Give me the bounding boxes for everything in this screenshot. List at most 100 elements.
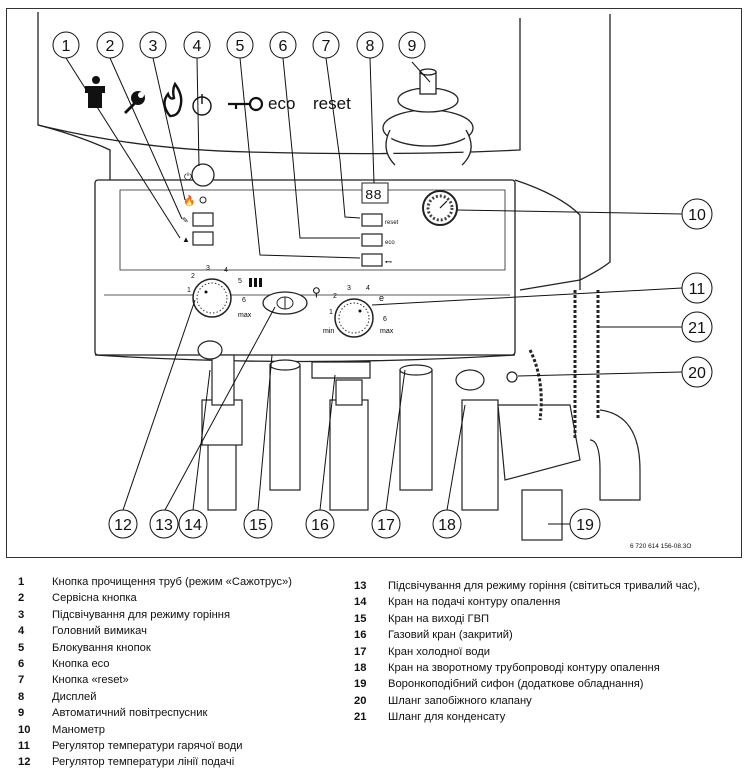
svg-text:20: 20: [688, 365, 706, 382]
sweep-small-icon: ▲: [182, 235, 190, 244]
pipes: [197, 290, 641, 541]
pressure-gauge: [422, 190, 458, 226]
leader-lines: [65, 57, 683, 525]
callout-5: 5: [226, 31, 254, 59]
eco-button-label: eco: [385, 240, 395, 246]
svg-text:16: 16: [311, 517, 329, 534]
svg-text:5: 5: [236, 38, 245, 55]
heating-dial-scale: 1 2 3 4 5 6: [187, 265, 246, 304]
reset-button-label: reset: [385, 220, 399, 226]
document-reference: 6 720 614 156-08.3O: [630, 543, 692, 550]
callout-3: 3: [139, 31, 167, 59]
svg-text:11: 11: [689, 281, 706, 298]
svg-text:21: 21: [688, 320, 706, 337]
flame-icon: [163, 81, 183, 118]
svg-text:4: 4: [366, 285, 370, 292]
svg-text:4: 4: [224, 267, 228, 274]
svg-text:12: 12: [114, 517, 132, 534]
svg-text:4: 4: [193, 38, 202, 55]
callout-circles: 1 2 3 4 5 6 7 8 9 10 11 21 20 19 12 13 1…: [52, 31, 713, 540]
display-digits: 88: [365, 188, 382, 204]
svg-text:10: 10: [688, 207, 706, 224]
callout-8: 8: [356, 31, 384, 59]
display: [361, 182, 389, 204]
svg-text:1: 1: [62, 38, 71, 55]
callout-12: 12: [108, 509, 138, 539]
control-panel: ⏻ 🔥 ✎ ▲ 88 reset eco ⊷ 1 2 3 4: [182, 163, 458, 338]
callout-4: 4: [183, 31, 211, 59]
chimney-sweep-button[interactable]: [192, 231, 214, 246]
svg-text:1: 1: [187, 287, 191, 294]
hot-water-temp-dial[interactable]: [334, 298, 374, 338]
svg-text:5: 5: [238, 278, 242, 285]
key-lock-icon: [228, 96, 264, 112]
svg-text:13: 13: [155, 517, 173, 534]
svg-text:14: 14: [184, 517, 202, 534]
key-lock-button[interactable]: [361, 253, 383, 267]
callout-15: 15: [243, 509, 273, 539]
callout-9: 9: [398, 31, 426, 59]
callout-17: 17: [371, 509, 401, 539]
hot-water-dial-min: min: [323, 328, 334, 335]
callout-14: 14: [178, 509, 208, 539]
panel-icons: eco reset: [85, 76, 351, 118]
reset-button[interactable]: [361, 213, 383, 227]
hot-water-dial-max: max: [380, 328, 394, 335]
main-switch[interactable]: [191, 163, 215, 187]
figure-frame: [6, 8, 742, 558]
callout-13: 13: [149, 509, 179, 539]
svg-text:2: 2: [191, 273, 195, 280]
service-small-icon: ✎: [182, 216, 189, 225]
heating-dial-max: max: [238, 312, 252, 319]
callout-10: 10: [681, 198, 713, 230]
svg-text:2: 2: [333, 293, 337, 300]
automatic-air-vent: [382, 68, 474, 166]
svg-text:9: 9: [408, 38, 417, 55]
boiler-diagram: eco reset ⏻ 🔥 ✎ ▲ 88 reset eco ⊷: [37, 12, 713, 541]
flame-small-icon: 🔥: [183, 194, 195, 207]
heating-temp-dial[interactable]: [192, 278, 232, 318]
chimney-sweep-icon: [85, 76, 105, 108]
key-lock-button-label: ⊷: [385, 259, 392, 266]
svg-text:3: 3: [149, 38, 158, 55]
service-button[interactable]: [192, 212, 214, 227]
svg-text:3: 3: [206, 265, 210, 272]
tap-icon: ⚲: [312, 285, 321, 299]
burner-lamp: [199, 196, 207, 204]
svg-text:6: 6: [279, 38, 288, 55]
power-icon: [192, 94, 212, 116]
callout-7: 7: [312, 31, 340, 59]
callout-6: 6: [269, 31, 297, 59]
svg-text:e: e: [379, 293, 384, 303]
callout-19: 19: [569, 508, 601, 540]
svg-text:8: 8: [366, 38, 375, 55]
svg-text:3: 3: [347, 285, 351, 292]
svg-text:1: 1: [329, 309, 333, 316]
callout-21: 21: [681, 311, 713, 343]
hot-water-dial-scale: 1 2 3 4 e 6: [329, 285, 387, 323]
callout-2: 2: [96, 31, 124, 59]
eco-button[interactable]: [361, 233, 383, 247]
svg-text:2: 2: [106, 38, 115, 55]
